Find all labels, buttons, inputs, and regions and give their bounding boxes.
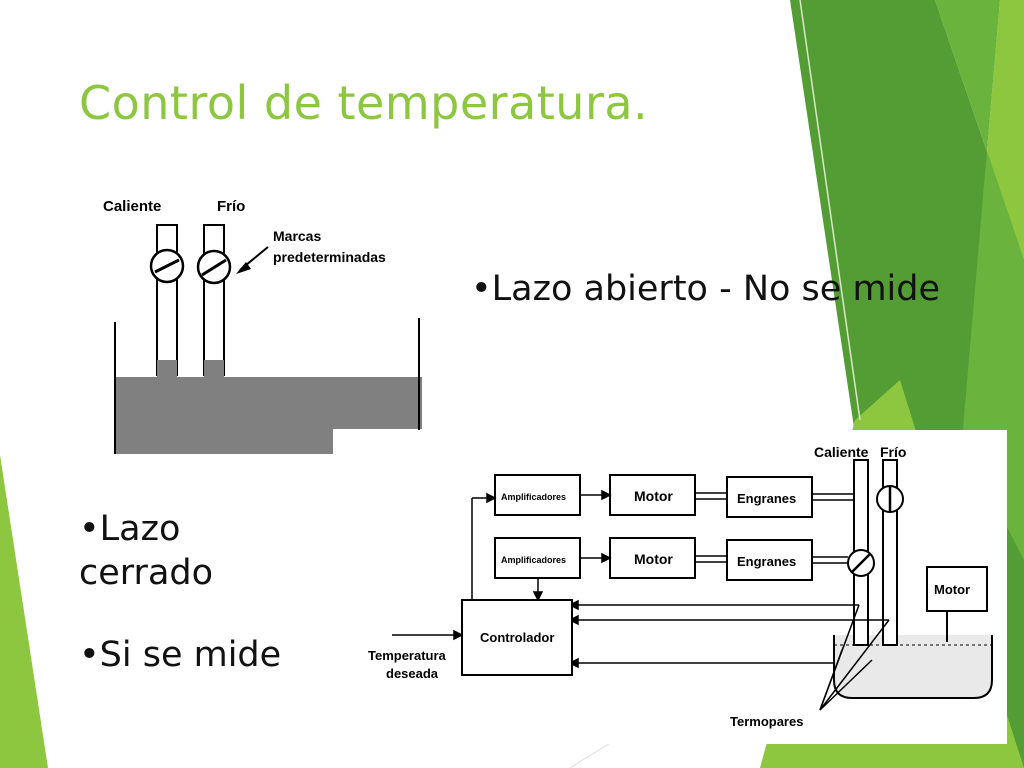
marks-label-line2: predeterminadas: [273, 249, 386, 265]
controller-label: Controlador: [480, 630, 554, 645]
motor-box-2: [609, 537, 696, 579]
cold-pipe-water: [204, 360, 224, 377]
cold-label: Frío: [880, 444, 906, 460]
bullet-open-loop: •Lazo abierto - No se mide: [471, 269, 941, 309]
thermocouple-leads: [819, 604, 890, 711]
hot-valve-icon: [847, 549, 875, 577]
left-green-shape: [0, 455, 48, 768]
hot-label: Caliente: [103, 198, 161, 215]
closed-loop-diagram: Caliente Frío Motor Amplificadores Motor…: [362, 430, 1007, 744]
gears-box-2: [726, 539, 813, 581]
motor-label-1: Motor: [634, 488, 673, 504]
hot-pipe-water: [157, 360, 177, 377]
marks-arrow-icon: [236, 246, 269, 274]
marks-label-line1: Marcas: [273, 228, 321, 244]
signal-arrows: [392, 489, 889, 669]
amplifier-label-1: Amplificadores: [501, 492, 566, 502]
bullet-closed-loop: •Lazo cerrado: [79, 509, 214, 593]
motor-label-2: Motor: [634, 551, 673, 567]
hot-label: Caliente: [814, 444, 869, 460]
water-fill: [115, 377, 422, 429]
desired-temp-line1: Temperatura: [368, 648, 447, 663]
gears-label-1: Engranes: [737, 491, 796, 506]
cold-pipe: [203, 224, 225, 376]
water-fill-lower: [115, 427, 333, 454]
desired-temp-line2: deseada: [386, 666, 439, 681]
slide-title: Control de temperatura.: [79, 76, 649, 130]
gears-label-2: Engranes: [737, 554, 796, 569]
tank-motor-label: Motor: [934, 582, 970, 597]
tank-motor-box: [926, 566, 988, 612]
hot-valve-icon: [149, 248, 185, 284]
right-mid-green-shape: [935, 0, 1024, 560]
cold-valve-icon: [876, 485, 904, 513]
amplifier-label-2: Amplificadores: [501, 555, 566, 565]
thermocouples-label: Termopares: [730, 714, 803, 729]
thin-line: [799, 0, 861, 421]
thin-line-bottom: [569, 739, 616, 768]
bullet-measured: •Si se mide: [79, 635, 282, 675]
hot-pipe: [156, 224, 178, 376]
amplifier-box-1: [494, 474, 581, 516]
controller-box: [461, 599, 573, 676]
cold-valve-icon: [196, 249, 232, 285]
gears-box-1: [726, 476, 813, 518]
cold-label: Frío: [217, 198, 245, 215]
open-loop-diagram: Caliente Frío Marcas predeterminadas: [103, 198, 422, 454]
